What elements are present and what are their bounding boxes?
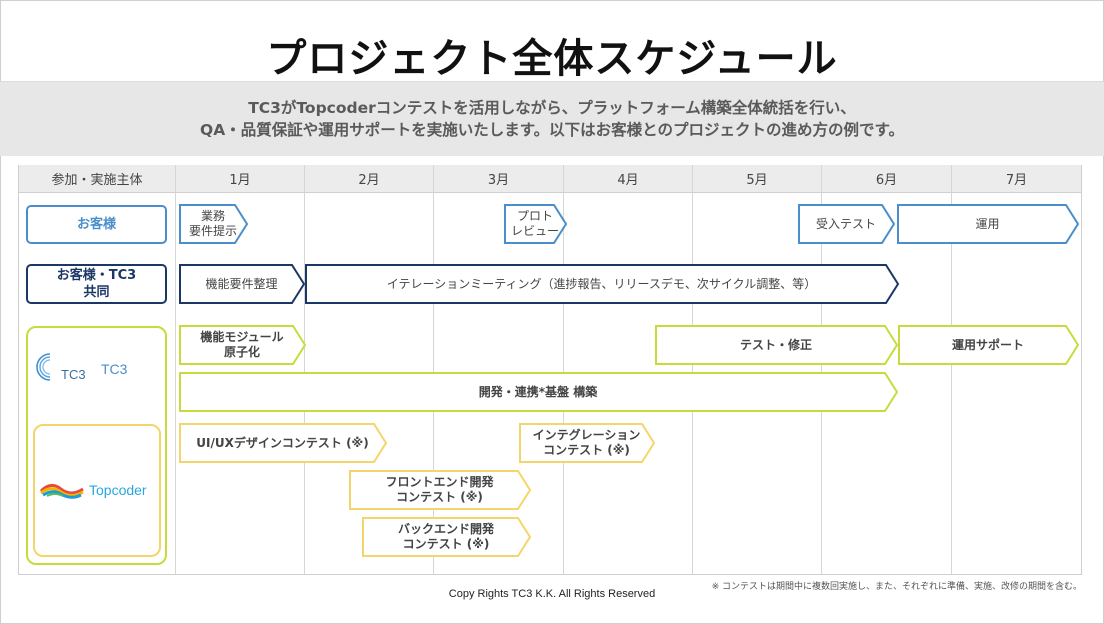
task-arrow-shape [519,423,656,463]
task-arrow-outline [179,264,306,304]
task-acceptance-test-label: 受入テスト [815,216,876,231]
task-arrow-outline [179,325,307,365]
task-arrow-outline [179,423,388,463]
task-frontend-contest: フロントエンド開発 コンテスト (※) [349,470,532,510]
task-dev-integration-label: 開発・連携*基盤 構築 [478,384,598,399]
task-integration-contest: インテグレーション コンテスト (※) [519,423,656,463]
task-backend-contest-label: バックエンド開発 コンテスト (※) [397,522,494,551]
task-arrow-shape [305,264,900,304]
row-label-tc3-group [26,326,167,565]
topcoder-logo-icon [39,484,84,499]
task-arrow-shape [504,204,568,244]
task-arrow-outline [897,204,1080,244]
task-arrow-outline [179,204,249,244]
header-month-7: 7月 [952,165,1081,193]
task-functional-requirements-label: 機能要件整理 [205,276,278,291]
row-label-joint: お客様・TC3 共同 [26,264,167,304]
row-label-topcoder-box [33,424,161,557]
header-participant: 参加・実施主体 [19,165,175,193]
row-label-joint-text: お客様・TC3 共同 [56,268,137,300]
task-arrow-outline [179,372,899,412]
month-divider [304,165,305,575]
task-acceptance-test: 受入テスト [798,204,896,244]
task-arrow-shape [798,204,896,244]
header-month-6: 6月 [822,165,951,193]
task-integration-contest-label: インテグレーション コンテスト (※) [532,428,641,457]
header-month-4: 4月 [564,165,692,193]
row-label-customer-text: お客様 [76,217,116,232]
tc3-logo: TC3 [36,350,88,384]
month-divider [692,165,693,575]
copyright: Copy Rights TC3 K.K. All Rights Reserved [448,588,656,600]
header-month-5: 5月 [693,165,821,193]
task-iteration-meeting: イテレーションミーティング（進捗報告、リリースデモ、次サイクル調整、等） [305,264,900,304]
task-test-fix: テスト・修正 [655,325,899,365]
description-line-2: QA・品質保証や運用サポートを実施いたします。以下はお客様とのプロジェクトの進め… [200,121,904,139]
task-arrow-shape [349,470,532,510]
header-month-2: 2月 [305,165,433,193]
task-module-prototype: 機能モジュール 原子化 [179,325,307,365]
month-divider [433,165,434,575]
header-month-1: 1月 [176,165,304,193]
task-uiux-contest-label: UI/UXデザインコンテスト (※) [196,435,369,450]
description-banner: TC3がTopcoderコンテストを活用しながら、プラットフォーム構築全体統括を… [0,82,1104,156]
tc3-logo-icon [36,353,51,381]
task-business-requirements: 業務 要件提示 [179,204,249,244]
task-operation-support-label: 運用サポート [951,337,1024,352]
task-backend-contest: バックエンド開発 コンテスト (※) [362,517,532,557]
task-arrow-shape [179,264,306,304]
task-dev-integration: 開発・連携*基盤 構築 [179,372,899,412]
task-iteration-meeting-label: イテレーションミーティング（進捗報告、リリースデモ、次サイクル調整、等） [386,276,817,291]
row-label-topcoder: Topcoder [89,482,147,498]
task-arrow-outline [655,325,899,365]
task-operation-label: 運用 [975,216,1000,231]
task-arrow-shape [179,372,899,412]
title-divider [0,81,1104,82]
task-arrow-outline [898,325,1080,365]
task-uiux-contest: UI/UXデザインコンテスト (※) [179,423,388,463]
task-arrow-shape [179,204,249,244]
row-label-customer: お客様 [26,205,167,244]
task-arrow-outline [349,470,532,510]
month-divider [175,165,176,575]
footnote: ※ コンテストは期間中に複数回実施し、また、それぞれに準備、実施、改修の期間を含… [711,582,1082,592]
tc3-logo-text: TC3 [61,367,86,382]
task-arrow-shape [179,423,388,463]
row-label-tc3: TC3 [101,361,128,377]
topcoder-logo: Topcoder [39,481,159,501]
month-divider [821,165,822,575]
month-divider [951,165,952,575]
description-line-1: TC3がTopcoderコンテストを活用しながら、プラットフォーム構築全体統括を… [248,99,856,117]
task-arrow-outline [519,423,656,463]
task-frontend-contest-label: フロントエンド開発 コンテスト (※) [385,475,494,504]
task-operation: 運用 [897,204,1080,244]
task-proto-review: プロト レビュー [504,204,568,244]
task-operation-support: 運用サポート [898,325,1080,365]
task-arrow-outline [798,204,896,244]
task-arrow-shape [362,517,532,557]
month-divider [563,165,564,575]
task-arrow-shape [655,325,899,365]
page-title: プロジェクト全体スケジュール [266,36,838,82]
header-month-3: 3月 [434,165,563,193]
task-functional-requirements: 機能要件整理 [179,264,306,304]
task-arrow-shape [179,325,307,365]
task-proto-review-label: プロト レビュー [510,209,559,238]
task-arrow-outline [504,204,568,244]
task-business-requirements-label: 業務 要件提示 [188,209,237,238]
task-arrow-shape [898,325,1080,365]
task-arrow-outline [305,264,900,304]
task-test-fix-label: テスト・修正 [739,337,812,352]
task-arrow-shape [897,204,1080,244]
task-module-prototype-label: 機能モジュール 原子化 [200,330,284,359]
task-arrow-outline [362,517,532,557]
